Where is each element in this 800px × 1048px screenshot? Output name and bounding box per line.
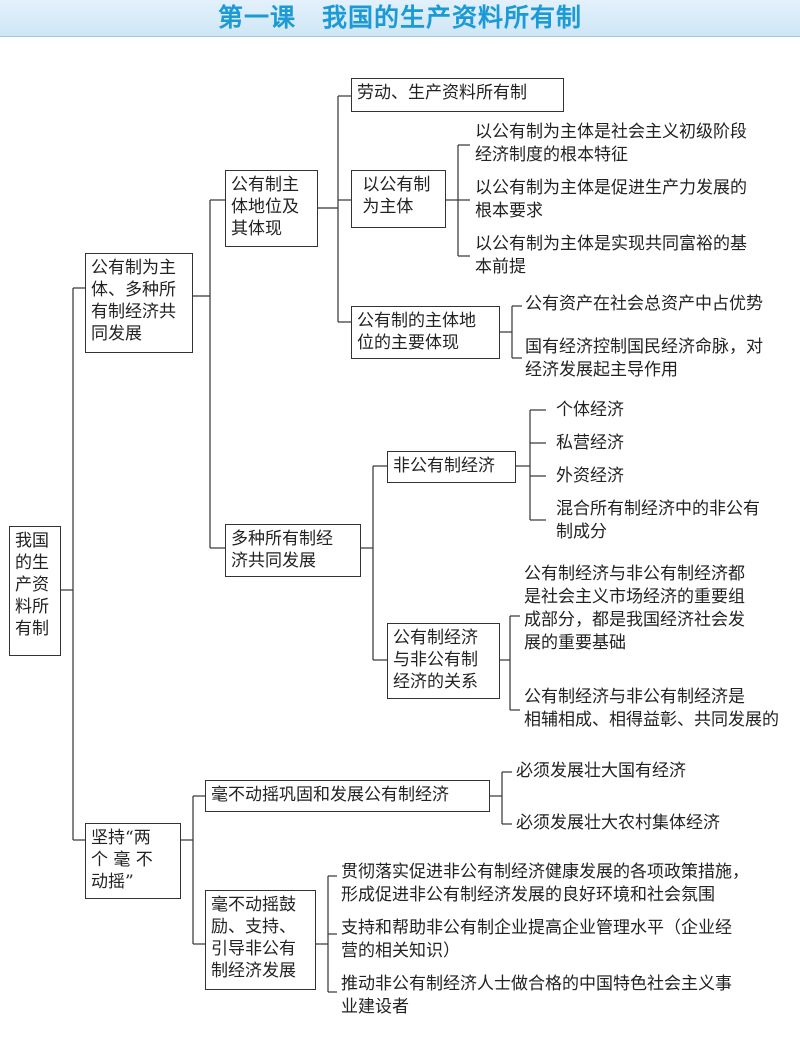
branch-public-ownership-node: 公有制为主 体、多种所 有制经济共 同发展 — [85, 253, 193, 353]
root-node: 我国 的生 产资 料所 有制 — [9, 526, 61, 656]
branch-two-unwavering-node: 坚持“两 个 毫 不 动摇” — [85, 823, 181, 899]
public-dominance-node: 公有制主 体地位及 其体现 — [225, 170, 318, 247]
main-manifestation-node: 公有制的主体地 位的主要体现 — [351, 306, 500, 359]
encourage-non-public-node: 毫不动摇鼓 励、支持、 引导非公有 制经济发展 — [205, 890, 316, 990]
labor-means-node: 劳动、生产资料所有制 — [351, 78, 564, 112]
title-bar — [0, 0, 800, 37]
leaf-state-owned: 必须发展壮大国有经济 — [516, 761, 686, 781]
leaf-fundamental-feature: 以公有制为主体是社会主义初级阶段 经济制度的根本特征 — [475, 122, 747, 165]
non-public-economy-node: 非公有制经济 — [387, 451, 516, 483]
public-as-main-node: 以公有制 为主体 — [351, 170, 446, 228]
leaf-important-components: 公有制经济与非公有制经济都 是社会主义市场经济的重要组 成部分，都是我国经济社会… — [524, 564, 745, 653]
leaf-complementary: 公有制经济与非公有制经济是 相辅相成、相得益彰、共同发展的 — [524, 687, 779, 730]
leaf-public-assets: 公有资产在社会总资产中占优势 — [525, 294, 763, 314]
multiple-ownership-node: 多种所有制经 济共同发展 — [225, 524, 361, 577]
leaf-common-prosperity: 以公有制为主体是实现共同富裕的基 本前提 — [475, 234, 747, 277]
leaf-individual-economy: 个体经济 — [556, 400, 624, 420]
leaf-state-economy: 国有经济控制国民经济命脉，对 经济发展起主导作用 — [525, 337, 763, 380]
relationship-node: 公有制经济 与非公有制 经济的关系 — [387, 623, 500, 699]
leaf-policy-measures: 贯彻落实促进非公有制经济健康发展的各项政策措施， 形成促进非公有制经济发展的良好… — [341, 862, 749, 905]
leaf-rural-collective: 必须发展壮大农村集体经济 — [516, 813, 720, 833]
leaf-management-level: 支持和帮助非公有制企业提高企业管理水平（企业经 营的相关知识） — [341, 918, 732, 961]
leaf-private-economy: 私营经济 — [556, 433, 624, 453]
leaf-mixed-ownership: 混合所有制经济中的非公有 制成分 — [556, 499, 760, 542]
consolidate-public-node: 毫不动摇巩固和发展公有制经济 — [205, 780, 490, 812]
leaf-productivity-requirement: 以公有制为主体是促进生产力发展的 根本要求 — [475, 178, 747, 221]
page-title: 第一课 我国的生产资料所有制 — [217, 3, 582, 32]
leaf-qualified-builders: 推动非公有制经济人士做合格的中国特色社会主义事 业建设者 — [341, 974, 732, 1017]
leaf-foreign-economy: 外资经济 — [556, 466, 624, 486]
